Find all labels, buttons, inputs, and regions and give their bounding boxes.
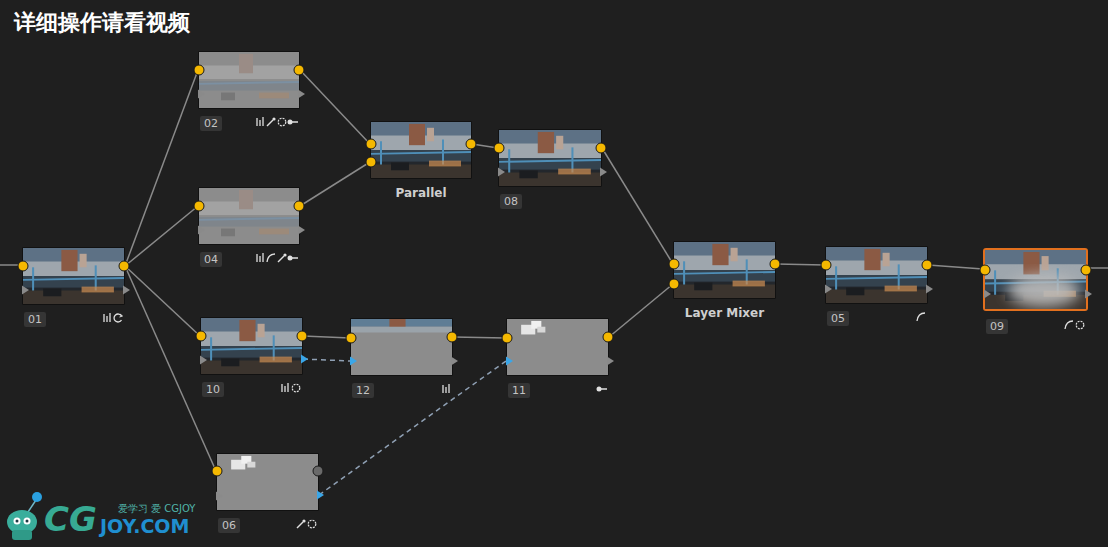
thumbnail-image <box>499 130 601 186</box>
thumbnail-image <box>23 248 124 304</box>
port-markers <box>985 250 1086 309</box>
connector <box>609 284 673 337</box>
thumbnail-image <box>371 122 471 178</box>
watermark-slogan: 爱学习 爱 CGJOY <box>118 503 195 515</box>
title: 详细操作请看视频 <box>14 8 190 38</box>
thumbnail-image <box>674 242 775 298</box>
node-thumbnail: 12 <box>350 318 453 376</box>
port-markers <box>351 319 452 375</box>
connector <box>125 70 198 266</box>
connector <box>928 265 983 269</box>
port-markers <box>826 247 927 303</box>
key-connector <box>319 361 506 495</box>
connector <box>125 206 198 266</box>
tool-icons <box>274 517 318 531</box>
node-thumbnail: 08 <box>498 129 602 187</box>
key-connector <box>303 359 350 361</box>
connector <box>776 264 825 265</box>
node-label: Parallel <box>395 186 446 200</box>
tool-icons <box>1042 318 1086 332</box>
node-thumbnail: 01 <box>22 247 125 305</box>
tool-icons <box>408 382 452 396</box>
port-markers <box>201 318 302 374</box>
connector <box>300 162 370 206</box>
node-thumbnail: 11 <box>506 318 609 376</box>
thumbnail-image <box>351 319 452 375</box>
node-number-tag: 10 <box>202 382 224 397</box>
node-thumbnail: 04 <box>198 187 300 245</box>
robot-logo <box>7 492 42 540</box>
node-number-tag: 09 <box>986 319 1008 334</box>
node-number-tag: 02 <box>200 116 222 131</box>
node-number-tag: 05 <box>827 311 849 326</box>
connector <box>453 337 506 338</box>
port-markers <box>199 188 299 244</box>
node-thumbnail: 05 <box>825 246 928 304</box>
port-markers <box>674 242 775 298</box>
watermark-logo: JOY.COM <box>100 515 189 537</box>
node-thumbnail: Parallel <box>370 121 472 179</box>
node-thumbnail: 09 <box>983 248 1088 311</box>
thumbnail-image <box>201 318 302 374</box>
node-number-tag: 11 <box>508 383 530 398</box>
tool-icons <box>564 382 608 396</box>
port-markers <box>199 52 299 108</box>
node-number-tag: 08 <box>500 194 522 209</box>
node-thumbnail: Layer Mixer <box>673 241 776 299</box>
thumbnail-image <box>507 319 608 375</box>
watermark-logo: CG <box>44 500 97 539</box>
connector <box>300 70 370 144</box>
node-number-tag: 12 <box>352 383 374 398</box>
thumbnail-image <box>199 52 299 108</box>
connector <box>303 336 350 338</box>
port-markers <box>371 122 471 178</box>
connector <box>125 266 200 336</box>
tool-icons <box>883 310 927 324</box>
thumbnail-image <box>217 454 318 510</box>
node-number-tag: 04 <box>200 252 222 267</box>
tool-icons <box>258 381 302 395</box>
tool-icons <box>255 115 299 129</box>
port-markers <box>499 130 601 186</box>
port-markers <box>217 454 318 510</box>
node-number-tag: 06 <box>218 518 240 533</box>
node-thumbnail: 02 <box>198 51 300 109</box>
port-markers <box>23 248 124 304</box>
thumbnail-image <box>985 250 1086 309</box>
node-label: Layer Mixer <box>685 306 764 320</box>
tool-icons <box>255 251 299 265</box>
node-thumbnail: 06 <box>216 453 319 511</box>
node-thumbnail: 10 <box>200 317 303 375</box>
thumbnail-image <box>826 247 927 303</box>
node-number-tag: 01 <box>24 312 46 327</box>
tool-icons <box>80 311 124 325</box>
thumbnail-image <box>199 188 299 244</box>
connector <box>602 148 673 264</box>
port-markers <box>507 319 608 375</box>
